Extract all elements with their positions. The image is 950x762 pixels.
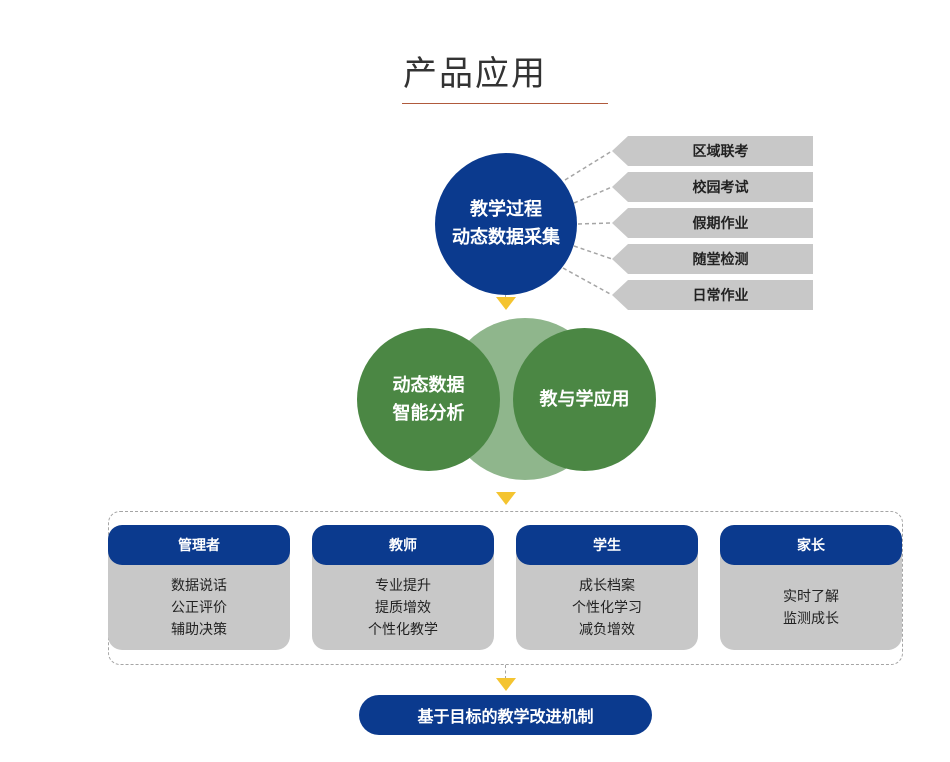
connector-1 <box>564 150 613 181</box>
role-benefits: 数据说话 公正评价 辅助决策 <box>108 565 290 650</box>
source-tag-regional-exam: 区域联考 <box>612 136 813 166</box>
role-benefit-item: 个性化教学 <box>368 621 438 638</box>
role-benefit-item: 减负增效 <box>579 621 635 638</box>
source-tag-school-exam: 校园考试 <box>612 172 813 202</box>
application-circle: 教与学应用 <box>513 328 656 471</box>
flow-arrow-2 <box>496 492 516 505</box>
title-underline <box>402 103 608 104</box>
role-benefit-item: 专业提升 <box>375 577 431 594</box>
role-benefit-item: 数据说话 <box>171 577 227 594</box>
role-benefits: 实时了解 监测成长 <box>720 565 902 650</box>
analysis-circle: 动态数据 智能分析 <box>357 328 500 471</box>
role-benefit-item: 提质增效 <box>375 599 431 616</box>
analysis-line2: 智能分析 <box>392 402 465 424</box>
role-benefit-item: 辅助决策 <box>171 621 227 638</box>
role-title: 管理者 <box>108 525 290 565</box>
role-benefits: 专业提升 提质增效 个性化教学 <box>312 565 494 650</box>
connector-3 <box>577 222 613 225</box>
role-card-student: 学生 成长档案 个性化学习 减负增效 <box>516 525 698 650</box>
role-benefit-item: 个性化学习 <box>572 599 642 616</box>
connector-4 <box>573 245 613 260</box>
role-card-teacher: 教师 专业提升 提质增效 个性化教学 <box>312 525 494 650</box>
role-benefit-item: 实时了解 <box>783 588 839 605</box>
role-benefit-item: 公正评价 <box>171 599 227 616</box>
source-tag-class-quiz: 随堂检测 <box>612 244 813 274</box>
page-title: 产品应用 <box>403 54 547 94</box>
outcome-pill: 基于目标的教学改进机制 <box>359 695 652 735</box>
connector-2 <box>573 186 613 204</box>
source-tag-daily-homework: 日常作业 <box>612 280 813 310</box>
role-benefit-item: 成长档案 <box>579 577 635 594</box>
role-card-parent: 家长 实时了解 监测成长 <box>720 525 902 650</box>
role-title: 家长 <box>720 525 902 565</box>
data-collection-line1: 教学过程 <box>470 199 542 220</box>
role-benefits: 成长档案 个性化学习 减负增效 <box>516 565 698 650</box>
data-collection-line2: 动态数据采集 <box>452 227 560 248</box>
role-title: 教师 <box>312 525 494 565</box>
analysis-line1: 动态数据 <box>392 374 465 396</box>
role-title: 学生 <box>516 525 698 565</box>
flow-arrow-1 <box>496 297 516 310</box>
application-label: 教与学应用 <box>539 388 630 410</box>
flow-line-3 <box>505 665 506 679</box>
role-benefit-item: 监测成长 <box>783 610 839 627</box>
role-card-manager: 管理者 数据说话 公正评价 辅助决策 <box>108 525 290 650</box>
connector-5 <box>562 267 613 296</box>
data-collection-circle: 教学过程 动态数据采集 <box>435 153 577 295</box>
flow-arrow-3 <box>496 678 516 691</box>
source-tag-holiday-homework: 假期作业 <box>612 208 813 238</box>
